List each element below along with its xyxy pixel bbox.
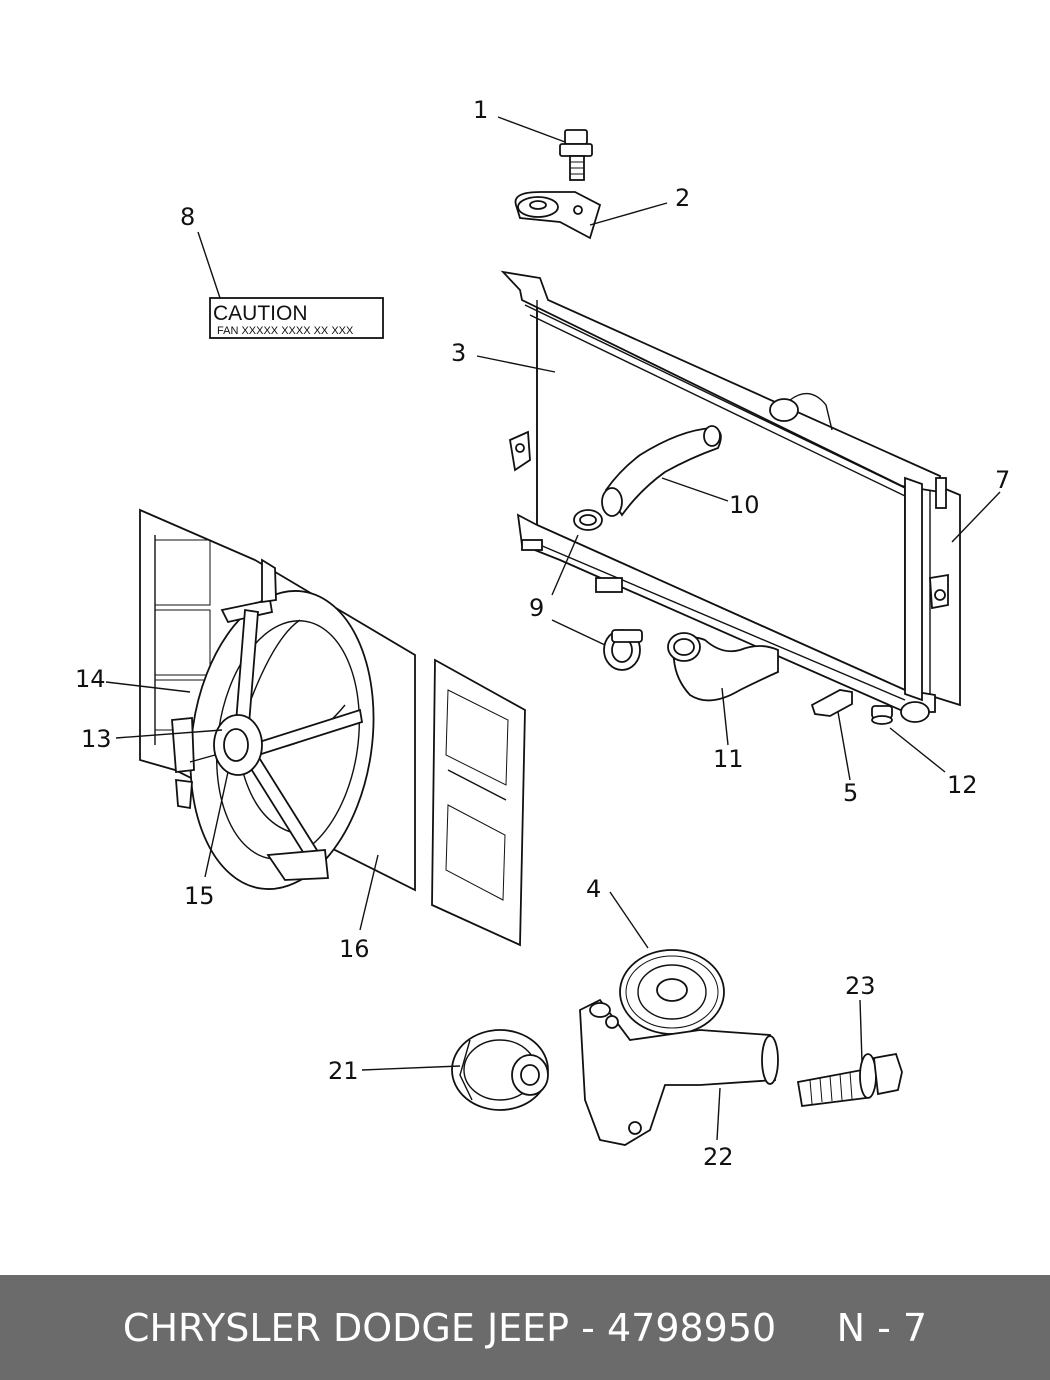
callout-23: 23 [845,972,876,1000]
part-radiator-cap-4 [619,949,725,1035]
caution-line: FAN XXXXX XXXX XX XXX [217,325,354,337]
leader-lines [105,116,1001,1141]
callout-numbers: 1 2 3 4 5 7 8 9 10 11 12 13 14 15 16 21 … [75,96,1010,1171]
callout-22: 22 [703,1143,734,1171]
part-upper-hose-10 [601,425,722,517]
callout-15: 15 [184,882,215,910]
callout-12: 12 [947,771,978,799]
part-thermostat-housing-22 [579,998,779,1146]
callout-13: 13 [81,725,112,753]
part-thermostat-21 [451,1029,549,1111]
part-lower-hose-11 [667,632,779,702]
footer-text: CHRYSLER DODGE JEEP - 4798950 N - 7 [122,1305,928,1350]
part-bolt-23 [796,1052,903,1108]
callout-5: 5 [843,779,858,807]
callout-1: 1 [473,96,488,124]
part-radiator-3 [500,270,961,725]
part-clamp-9 [573,509,643,671]
callout-3: 3 [451,339,466,367]
footer-banner: CHRYSLER DODGE JEEP - 4798950 N - 7 [0,1275,1050,1380]
part-bracket-2 [514,191,602,240]
callout-16: 16 [339,935,370,963]
callout-21: 21 [328,1057,359,1085]
caution-heading: CAUTION [213,302,308,325]
callout-2: 2 [675,184,690,212]
caution-label-8: CAUTION FAN XXXXX XXXX XX XXX [209,297,384,339]
callout-8: 8 [180,203,195,231]
callout-7: 7 [995,466,1010,494]
parts-diagram: CAUTION FAN XXXXX XXXX XX XXX [75,96,1010,1171]
part-fan-assembly [171,558,375,890]
part-bolt-1 [559,129,593,181]
callout-10: 10 [729,491,760,519]
callout-11: 11 [713,745,744,773]
callout-4: 4 [586,875,601,903]
callout-9: 9 [529,594,544,622]
callout-14: 14 [75,665,106,693]
